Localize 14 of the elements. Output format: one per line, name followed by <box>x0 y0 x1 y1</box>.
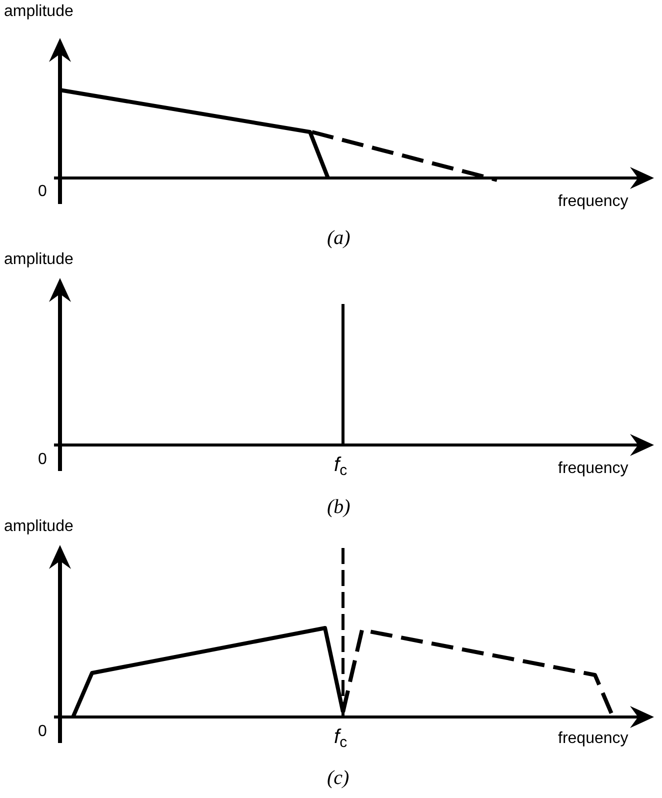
origin-label: 0 <box>38 184 47 200</box>
tick-label: f$_{c}$ <box>334 455 348 475</box>
tick-label: f$_{c}$ <box>334 727 348 747</box>
axis-label: frequency <box>558 194 628 210</box>
axis-label: amplitude <box>4 4 74 20</box>
axis-label: frequency <box>558 731 628 747</box>
axis-label: amplitude <box>4 519 74 535</box>
axis-label: frequency <box>558 461 628 477</box>
caption: (c) <box>327 768 350 788</box>
origin-label: 0 <box>38 724 47 740</box>
caption: (a) <box>327 228 350 248</box>
origin-label: 0 <box>38 452 47 468</box>
axis-label: amplitude <box>4 252 74 268</box>
caption: (b) <box>327 497 350 517</box>
